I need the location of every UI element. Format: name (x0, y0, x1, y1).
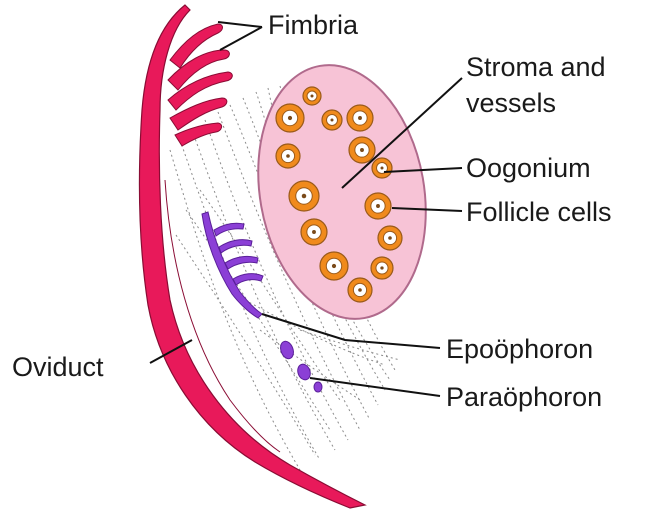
paraophoron (278, 339, 322, 392)
oogonium-nucleus-13 (380, 266, 383, 269)
paraophoron-body-3 (314, 382, 322, 392)
epoophoron-tubule-4 (233, 274, 263, 285)
label-oogonium: Oogonium (466, 153, 591, 183)
label-epoophoron: Epoöphoron (446, 334, 593, 364)
paraophoron-body-2 (296, 362, 313, 381)
epoophoron-tubule-2 (219, 240, 252, 253)
paraophoron-body-1 (278, 339, 295, 360)
oogonium-nucleus-14 (358, 288, 362, 292)
label-stroma-line1: Stroma and (466, 52, 606, 82)
ovary-capsule (239, 52, 445, 333)
oogonium-nucleus-9 (376, 204, 380, 208)
oogonium-nucleus-3 (331, 119, 334, 122)
oogonium-nucleus-8 (302, 194, 307, 199)
fimbria-leader-1 (218, 22, 262, 27)
epoophoron-tubule-3 (225, 256, 258, 269)
oogonium-nucleus-2 (288, 116, 292, 120)
oogonium-nucleus-1 (311, 95, 314, 98)
label-fimbria: Fimbria (268, 10, 359, 40)
epoophoron-tubule-1 (214, 223, 244, 236)
fimbria-leader-2 (220, 27, 262, 50)
label-oviduct: Oviduct (12, 352, 104, 382)
label-follicle-cells: Follicle cells (466, 197, 612, 227)
ovary (239, 52, 445, 333)
oogonium-nucleus-5 (286, 154, 290, 158)
label-paraophoron: Paraöphoron (446, 382, 602, 412)
oogonium-nucleus-12 (332, 264, 336, 268)
label-stroma-line2: vessels (466, 88, 556, 118)
oogonium-nucleus-11 (388, 236, 392, 240)
oogonium-nucleus-7 (381, 167, 384, 170)
oogonium-nucleus-6 (360, 148, 364, 152)
oogonium-nucleus-4 (358, 116, 362, 120)
epoophoron (202, 212, 263, 318)
oogonium-nucleus-10 (312, 230, 316, 234)
paraophoron-leader (310, 378, 440, 396)
